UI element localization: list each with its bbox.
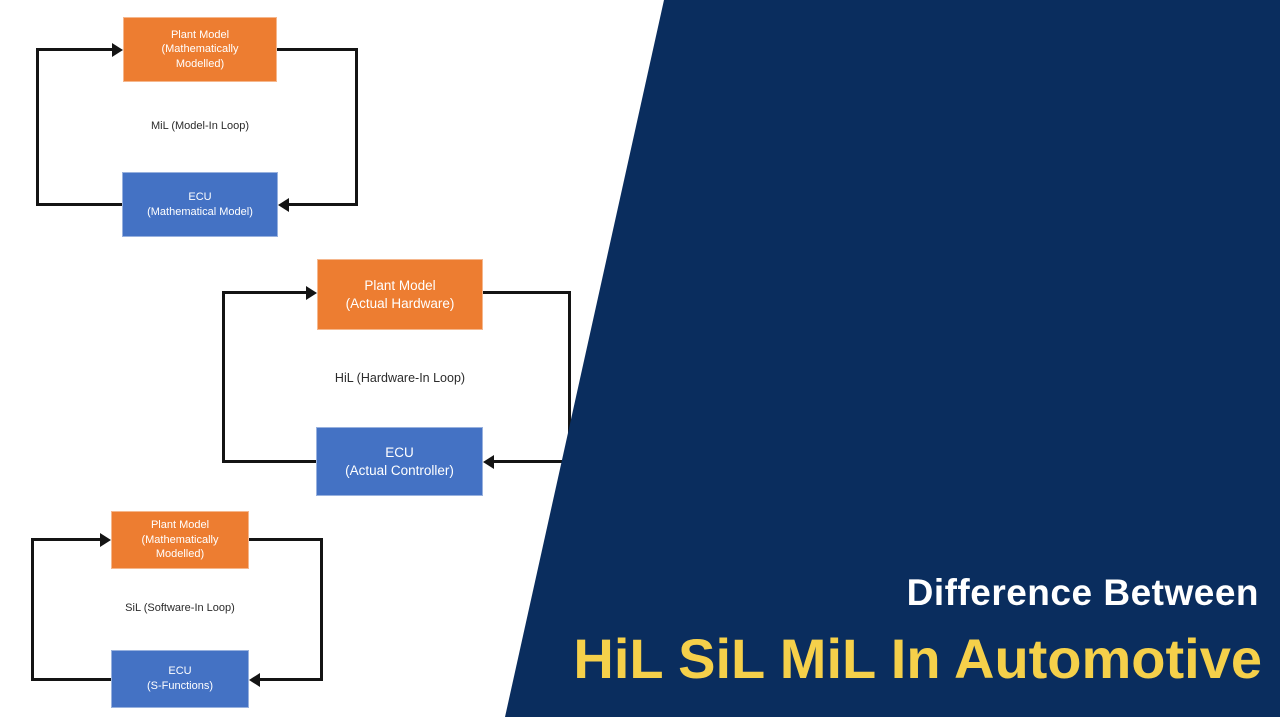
- mil-bottom-right-line: [289, 203, 358, 206]
- title-subheading: Difference Between: [906, 572, 1259, 613]
- hil-bottom-right-line: [494, 460, 571, 463]
- hil-left-loop-line: [222, 291, 225, 463]
- mil-top-left-line: [36, 48, 113, 51]
- hil-loop-label: HiL (Hardware-In Loop): [334, 371, 466, 385]
- hil-plant-model-box: Plant Model (Actual Hardware): [317, 259, 483, 330]
- sil-loop-label: SiL (Software-In Loop): [125, 602, 235, 614]
- hil-arrow-into-ecu-icon: [483, 454, 494, 469]
- sil-arrow-into-ecu-icon: [249, 672, 260, 687]
- title-main-heading: HiL SiL MiL In Automotive: [573, 627, 1262, 690]
- sil-top-right-line: [249, 538, 323, 541]
- mil-arrow-into-plant-icon: [112, 42, 123, 57]
- mil-arrow-into-ecu-icon: [278, 197, 289, 212]
- sil-right-loop-line: [320, 538, 323, 681]
- hil-top-left-line: [222, 291, 307, 294]
- mil-left-loop-line: [36, 48, 39, 206]
- mil-bottom-left-line: [36, 203, 122, 206]
- hil-top-right-line: [483, 291, 571, 294]
- hil-right-loop-line: [568, 291, 571, 463]
- sil-bottom-right-line: [260, 678, 323, 681]
- hil-bottom-left-line: [222, 460, 316, 463]
- sil-top-left-line: [31, 538, 101, 541]
- sil-ecu-box: ECU (S-Functions): [111, 650, 249, 708]
- mil-right-loop-line: [355, 48, 358, 206]
- mil-ecu-box: ECU (Mathematical Model): [122, 172, 278, 237]
- sil-plant-model-box: Plant Model (Mathematically Modelled): [111, 511, 249, 569]
- mil-plant-model-box: Plant Model (Mathematically Modelled): [123, 17, 277, 82]
- sil-bottom-left-line: [31, 678, 111, 681]
- hil-ecu-box: ECU (Actual Controller): [316, 427, 483, 496]
- mil-top-right-line: [277, 48, 358, 51]
- mil-loop-label: MiL (Model-In Loop): [150, 120, 250, 132]
- sil-left-loop-line: [31, 538, 34, 681]
- sil-arrow-into-plant-icon: [100, 532, 111, 547]
- hil-arrow-into-plant-icon: [306, 285, 317, 300]
